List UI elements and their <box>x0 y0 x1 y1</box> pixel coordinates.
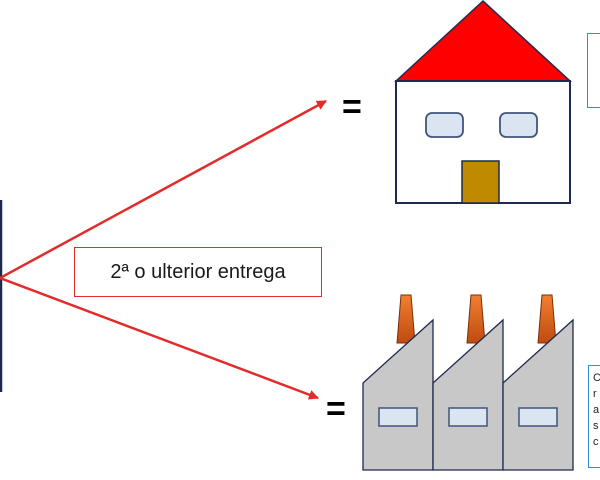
second-delivery-label: 2ª o ulterior entrega <box>74 247 322 297</box>
factory-window-2 <box>448 407 488 427</box>
factory-box-line: a <box>593 404 600 416</box>
house-window-left <box>425 112 464 138</box>
factory-icon <box>362 294 574 471</box>
factory-box-line: c <box>593 436 599 448</box>
equals-sign-top: = <box>342 88 362 126</box>
house-icon <box>394 0 572 204</box>
house-roof <box>394 0 572 82</box>
factory-window-1 <box>378 407 418 427</box>
factory-box-line: C <box>593 370 600 386</box>
factory-box-line: s <box>593 420 599 432</box>
factory-chimney-3 <box>537 294 557 344</box>
factory-chimney-2 <box>466 294 486 344</box>
house-door <box>461 160 500 204</box>
factory-section-3 <box>502 318 574 471</box>
house-description-box <box>587 33 600 108</box>
arrow-to-house <box>0 99 327 280</box>
house-window-right <box>499 112 538 138</box>
factory-description-box: C r a s c <box>588 365 600 468</box>
factory-box-line: r <box>593 388 597 400</box>
factory-chimney-1 <box>396 294 416 344</box>
equals-sign-bottom: = <box>326 390 346 428</box>
factory-window-3 <box>518 407 558 427</box>
arrow-to-factory <box>0 276 319 400</box>
